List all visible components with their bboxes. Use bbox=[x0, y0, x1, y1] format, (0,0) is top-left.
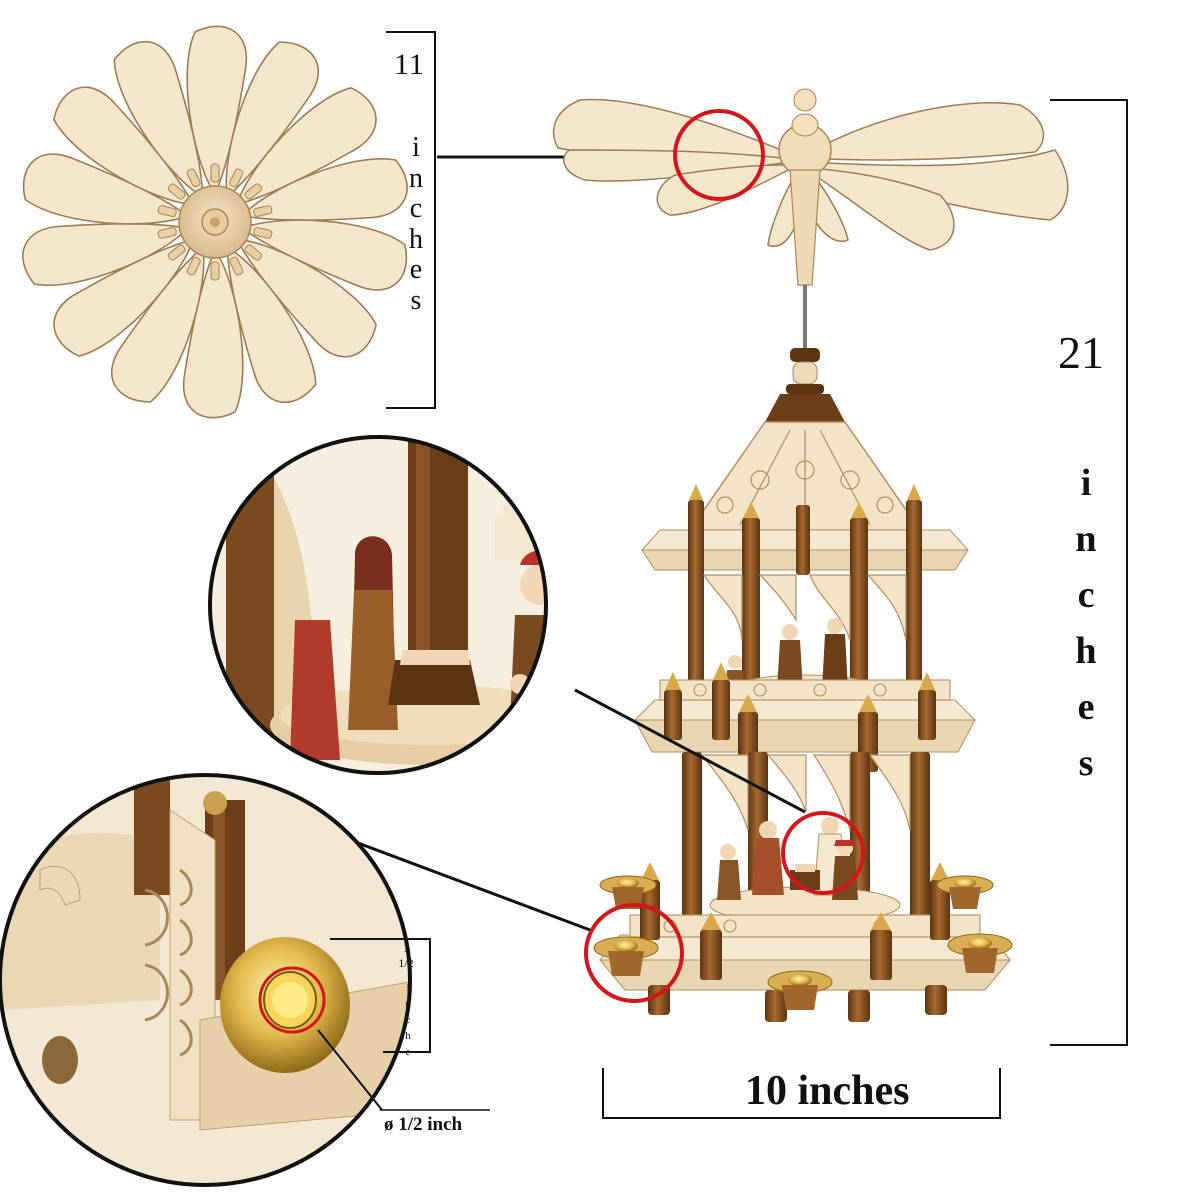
letter: i bbox=[412, 132, 420, 163]
propeller-diameter-value: 11 bbox=[394, 48, 425, 81]
height-dimension-bracket bbox=[1050, 99, 1128, 1046]
letter: h bbox=[1075, 630, 1097, 672]
propeller-dimension-bracket bbox=[386, 31, 436, 409]
letter: h bbox=[409, 223, 423, 255]
letter: e bbox=[1077, 686, 1095, 728]
nativity-closeup-lens bbox=[208, 435, 548, 775]
letter: n bbox=[405, 998, 411, 1010]
highlight-candle-cup bbox=[584, 903, 684, 1003]
fraction: 1/2 bbox=[398, 956, 414, 970]
highlight-cup-hole bbox=[258, 966, 326, 1034]
letter: n bbox=[1075, 518, 1097, 560]
cup-height-bracket bbox=[330, 938, 431, 1053]
letter: c bbox=[409, 193, 423, 224]
highlight-propeller bbox=[673, 109, 765, 201]
digit: 1 bbox=[403, 941, 409, 955]
candle-cups bbox=[593, 875, 1013, 1010]
letter: n bbox=[409, 162, 423, 194]
letter: c bbox=[1077, 574, 1095, 616]
letter: i bbox=[406, 982, 410, 994]
pyramid-product bbox=[552, 88, 1069, 1022]
candle-cup-closeup-lens bbox=[0, 773, 412, 1187]
candle-cup-height-value: 1 1/2 bbox=[386, 941, 426, 971]
height-unit: i n c h e s bbox=[1066, 455, 1106, 791]
highlight-circles bbox=[584, 109, 865, 1003]
width-label: 10 inches bbox=[745, 1068, 910, 1114]
letter: e bbox=[405, 1046, 411, 1058]
candle-cup-diameter-label: ø 1/2 inch bbox=[384, 1114, 463, 1135]
pyramid-propeller bbox=[552, 98, 1069, 251]
candle-cup-height-unit: i n c h e bbox=[401, 980, 415, 1060]
letter: s bbox=[410, 284, 422, 316]
highlight-figures bbox=[781, 811, 865, 895]
pointer-line-diameter bbox=[317, 1029, 383, 1111]
height-value: 21 bbox=[1058, 327, 1104, 378]
propeller-top-view bbox=[22, 25, 408, 419]
pointer-line-candle bbox=[349, 838, 591, 932]
pointer-line-figures bbox=[574, 688, 806, 814]
letter: e bbox=[409, 254, 423, 285]
letter: s bbox=[1078, 742, 1094, 784]
propeller-diameter-unit: i n c h e s bbox=[403, 132, 429, 316]
letter: i bbox=[1080, 462, 1092, 504]
letter: c bbox=[405, 1014, 411, 1026]
width-dimension-bracket bbox=[602, 1068, 1001, 1119]
letter: h bbox=[405, 1030, 411, 1042]
